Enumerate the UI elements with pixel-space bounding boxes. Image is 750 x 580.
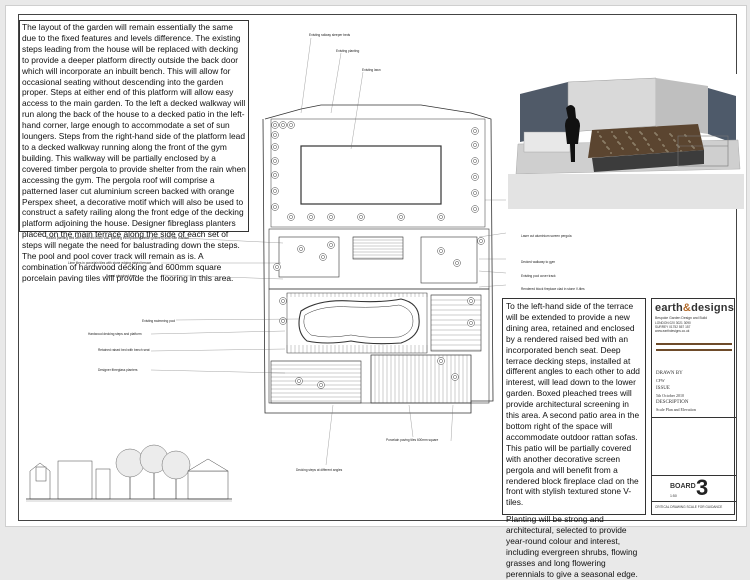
website: www.earthdesigns.co.uk	[655, 329, 690, 333]
board-label: BOARD	[670, 483, 696, 490]
label-pergola: Laser cut aluminium screen pergola	[521, 234, 572, 238]
footer-note: CRITICAL DRAWING SCALE FOR GUIDANCE	[655, 505, 723, 509]
description-value: Scale Plan and Elevation	[656, 407, 696, 412]
drawing-frame	[18, 14, 737, 521]
drawn-by-label: DRAWN BY	[656, 371, 683, 376]
label-decking-steps: Hardwood decking steps and platform	[88, 332, 142, 336]
site-plan	[150, 37, 507, 466]
description-label: DESCRIPTION	[656, 400, 689, 405]
separator-bar-2	[656, 349, 732, 351]
label-existing-planting: Existing planting	[336, 49, 360, 53]
title-block: earth&designs Bespoke Garden Design and …	[651, 298, 736, 515]
planting-paragraph: Planting will be strong and architectura…	[506, 514, 638, 579]
intro-text-box: The layout of the garden will remain ess…	[19, 20, 249, 283]
footer-bar	[652, 501, 736, 502]
brand-suffix: designs	[691, 302, 735, 314]
label-railway-beds: Existing railway sleeper beds	[309, 33, 351, 37]
separator-line	[652, 417, 736, 418]
drawing-sheet: The layout of the garden will remain ess…	[5, 5, 747, 579]
elevation-view	[26, 444, 232, 502]
terrace-text-box: To the left-hand side of the terrace wil…	[502, 298, 646, 579]
board-label-cell	[652, 475, 736, 476]
label-porcelain: Porcelain paving tiles 600mm square	[386, 438, 439, 442]
terrace-paragraph: To the left-hand side of the terrace wil…	[506, 301, 640, 508]
brand-logo: earth&designs	[655, 302, 734, 314]
intro-paragraph: The layout of the garden will remain ess…	[22, 22, 246, 283]
label-lime-tiles: Lime tiles in porcelain tiles with stone…	[68, 261, 152, 265]
label-raised-bed: Raised planting bed with rendered block …	[46, 236, 189, 240]
board-scale: 1:50	[670, 494, 677, 498]
phone-surrey: SURREY 01752 557 157	[655, 325, 691, 329]
render-3d-view	[508, 74, 744, 209]
brand-prefix: earth	[655, 302, 683, 314]
label-swimming-pool: Existing swimming pool	[142, 319, 176, 323]
label-decking-angles: Decking steps at different angles	[296, 468, 343, 472]
brand-ampersand: &	[682, 302, 692, 314]
company-tagline: Bespoke Garden Design and Build	[655, 316, 708, 320]
label-pleached-trees: Boxed pleached trees	[106, 274, 137, 278]
issue-value: 5th October 2010	[656, 393, 684, 398]
board-number: 3	[696, 475, 709, 500]
label-planters: Designer fibreglass planters	[98, 368, 138, 372]
label-bench-seat: Retained raised bed with bench seat	[98, 348, 150, 352]
label-existing-lawn: Existing lawn	[362, 68, 381, 72]
phone-london: LONDON 020 3021 3090	[655, 321, 691, 325]
label-fireplace: Rendered block fireplace clad in stone V…	[521, 287, 585, 291]
issue-label: ISSUE	[656, 386, 670, 391]
separator-bar-1	[656, 343, 732, 345]
label-walkway: Decked walkway to gym	[521, 260, 556, 264]
drawn-by-value: CFW	[656, 378, 665, 383]
label-pool-cover: Existing pool cover track	[521, 274, 556, 278]
